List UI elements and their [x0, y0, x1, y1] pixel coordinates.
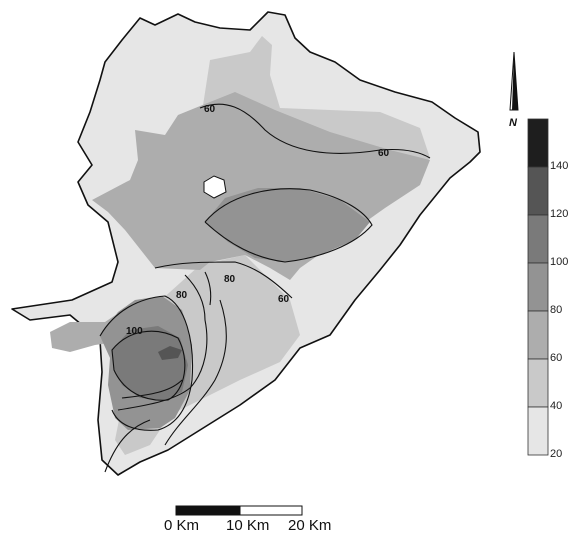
legend-swatch	[527, 118, 549, 168]
contour-label: 100	[126, 326, 143, 337]
legend-tick-label: 40	[550, 400, 562, 412]
zone-120	[158, 346, 182, 360]
legend-tick-label: 100	[550, 256, 568, 268]
contour-label: 60	[278, 294, 290, 305]
scale-label: 0 Km	[164, 517, 199, 534]
scale-bar: 0 Km 10 Km 20 Km	[164, 505, 331, 534]
contour-lines	[99, 103, 431, 473]
scale-segment-dark	[175, 505, 241, 516]
contour-label: 80	[176, 290, 188, 301]
scale-label: 20 Km	[288, 517, 331, 534]
legend-swatch	[527, 166, 549, 216]
contour-label: 60	[204, 104, 216, 115]
zone-100	[112, 326, 188, 400]
legend-swatch	[527, 262, 549, 312]
legend-tick-label: 20	[550, 448, 562, 460]
legend-colorbar: 140 120 100 80 60 40 20	[527, 118, 568, 460]
scale-label: 10 Km	[226, 517, 269, 534]
contour-label: 80	[224, 274, 236, 285]
no-data-area	[203, 175, 227, 199]
contour-label: 60	[378, 148, 390, 159]
legend-tick-label: 140	[550, 160, 568, 172]
legend-swatch	[527, 214, 549, 264]
legend-swatch	[527, 310, 549, 360]
legend-tick-label: 80	[550, 304, 562, 316]
legend-tick-label: 60	[550, 352, 562, 364]
legend-tick-label: 120	[550, 208, 568, 220]
legend-swatch	[527, 406, 549, 456]
scale-segment-light	[239, 505, 303, 516]
north-label: N	[509, 117, 518, 129]
legend-swatch	[527, 358, 549, 408]
north-arrow-icon: N	[509, 51, 519, 129]
